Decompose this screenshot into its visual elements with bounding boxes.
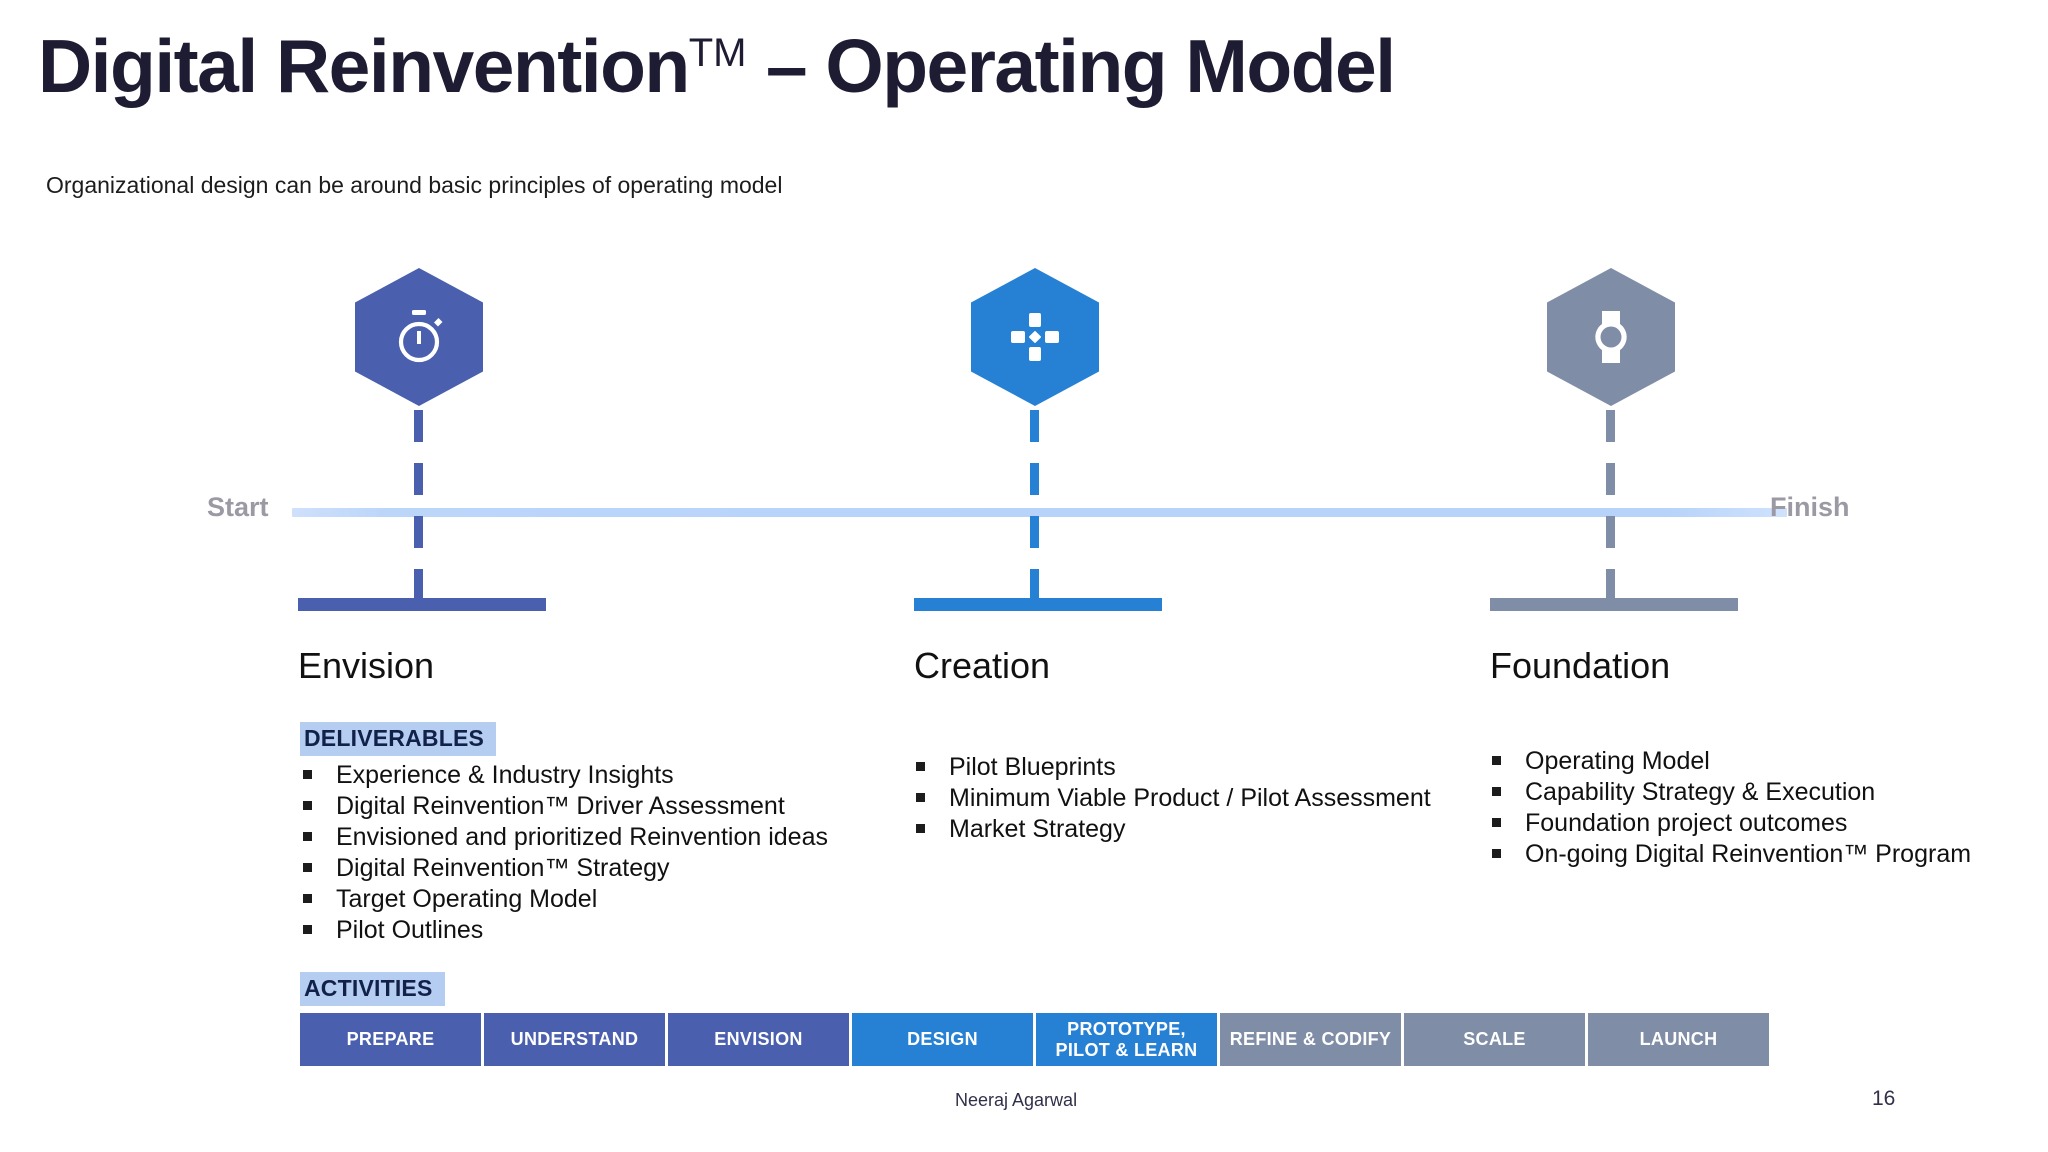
- list-item-label: Pilot Blueprints: [949, 753, 1116, 781]
- activity-segment-prototype[interactable]: PROTOTYPE, PILOT & LEARN: [1036, 1013, 1217, 1066]
- list-item: Target Operating Model: [303, 887, 828, 912]
- bullet-icon: [1492, 818, 1501, 827]
- page-number: 16: [1872, 1087, 1896, 1110]
- bullet-icon: [916, 762, 925, 771]
- bullet-icon: [916, 824, 925, 833]
- phase-icon-envision[interactable]: [355, 268, 483, 406]
- trademark-symbol: TM: [688, 31, 747, 75]
- list-item: Market Strategy: [916, 817, 1431, 842]
- hexagon-shape-envision: [355, 268, 483, 406]
- phase-title-foundation: Foundation: [1490, 645, 1671, 686]
- list-item-label: On-going Digital Reinvention™ Program: [1525, 840, 1972, 868]
- phase-title-creation: Creation: [914, 645, 1051, 686]
- list-item-label: Operating Model: [1525, 747, 1710, 775]
- page-title-main: Digital Reinvention: [38, 24, 690, 108]
- stopwatch-icon: [398, 310, 443, 363]
- list-item: Pilot Blueprints: [916, 755, 1431, 780]
- list-item: Envisioned and prioritized Reinvention i…: [303, 825, 828, 850]
- activity-segment-launch[interactable]: LAUNCH: [1588, 1013, 1769, 1066]
- footer-author: Neeraj Agarwal: [955, 1090, 1078, 1110]
- activity-segment-scale[interactable]: SCALE: [1404, 1013, 1585, 1066]
- bullet-icon: [1492, 756, 1501, 765]
- bullet-icon: [303, 770, 312, 779]
- bullet-icon: [303, 801, 312, 810]
- phase-bar-foundation: [1490, 598, 1738, 611]
- phase-title-envision: Envision: [298, 645, 435, 686]
- list-item-label: Experience & Industry Insights: [336, 761, 674, 789]
- list-item: Minimum Viable Product / Pilot Assessmen…: [916, 786, 1431, 811]
- list-item-label: Target Operating Model: [336, 885, 598, 913]
- connector-dashed-envision: [414, 410, 423, 622]
- timeline-start-label: Start: [207, 492, 269, 522]
- activity-segment-envision[interactable]: ENVISION: [668, 1013, 849, 1066]
- connector-dashed-creation: [1030, 410, 1039, 622]
- deliverables-list-envision: Experience & Industry Insights Digital R…: [303, 763, 828, 949]
- list-item-label: Market Strategy: [949, 815, 1126, 843]
- list-item-label: Pilot Outlines: [336, 916, 484, 944]
- phase-icon-foundation[interactable]: [1547, 268, 1675, 406]
- list-item: On-going Digital Reinvention™ Program: [1492, 842, 1971, 867]
- list-item: Foundation project outcomes: [1492, 811, 1971, 836]
- list-item: Operating Model: [1492, 749, 1971, 774]
- page-subtitle: Organizational design can be around basi…: [46, 172, 783, 198]
- timeline-line: [292, 508, 1787, 517]
- bullet-icon: [303, 863, 312, 872]
- bullet-icon: [303, 832, 312, 841]
- activity-segment-design[interactable]: DESIGN: [852, 1013, 1033, 1066]
- list-item-label: Envisioned and prioritized Reinvention i…: [336, 823, 828, 851]
- bullet-icon: [1492, 849, 1501, 858]
- watch-icon: [1595, 311, 1627, 363]
- deliverables-chip-envision: DELIVERABLES: [300, 722, 497, 756]
- list-item: Pilot Outlines: [303, 918, 828, 943]
- hexagon-shape-creation: [971, 268, 1099, 406]
- phase-icon-creation[interactable]: [971, 268, 1099, 406]
- list-item-label: Digital Reinvention™ Strategy: [336, 854, 670, 882]
- list-item: Digital Reinvention™ Strategy: [303, 856, 828, 881]
- bullet-icon: [303, 925, 312, 934]
- phase-bar-envision: [298, 598, 546, 611]
- deliverables-list-foundation: Operating Model Capability Strategy & Ex…: [1492, 749, 1971, 873]
- list-item-label: Digital Reinvention™ Driver Assessment: [336, 792, 785, 820]
- activity-segment-understand[interactable]: UNDERSTAND: [484, 1013, 665, 1066]
- expand-arrows-icon: [1011, 313, 1059, 361]
- list-item: Digital Reinvention™ Driver Assessment: [303, 794, 828, 819]
- list-item: Capability Strategy & Execution: [1492, 780, 1971, 805]
- list-item: Experience & Industry Insights: [303, 763, 828, 788]
- bullet-icon: [303, 894, 312, 903]
- activity-segment-refine[interactable]: REFINE & CODIFY: [1220, 1013, 1401, 1066]
- list-item-label: Foundation project outcomes: [1525, 809, 1848, 837]
- page-title: Digital ReinventionTM – Operating Model: [38, 24, 1396, 108]
- phase-bar-creation: [914, 598, 1162, 611]
- bullet-icon: [916, 793, 925, 802]
- connector-dashed-foundation: [1606, 410, 1615, 622]
- bullet-icon: [1492, 787, 1501, 796]
- page-title-rest: – Operating Model: [746, 24, 1396, 108]
- hexagon-shape-foundation: [1547, 268, 1675, 406]
- activities-chip: ACTIVITIES: [300, 972, 445, 1006]
- list-item-label: Capability Strategy & Execution: [1525, 778, 1876, 806]
- list-item-label: Minimum Viable Product / Pilot Assessmen…: [949, 784, 1431, 812]
- timeline-finish-label: Finish: [1770, 492, 1850, 522]
- deliverables-list-creation: Pilot Blueprints Minimum Viable Product …: [916, 755, 1431, 848]
- activity-segment-prepare[interactable]: PREPARE: [300, 1013, 481, 1066]
- activities-bar: PREPARE UNDERSTAND ENVISION DESIGN PROTO…: [300, 1013, 1769, 1066]
